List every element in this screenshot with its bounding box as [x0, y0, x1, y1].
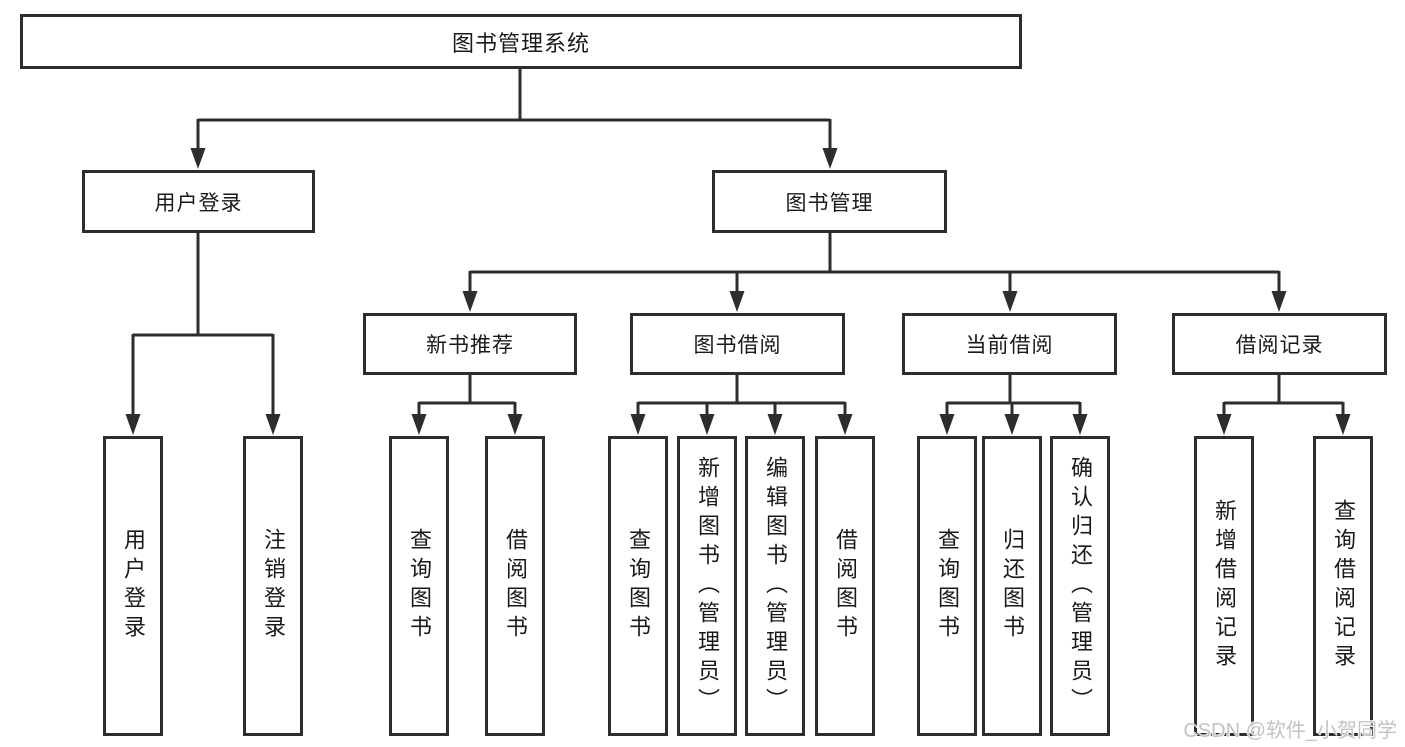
node-current-borrow: 当前借阅 — [902, 313, 1117, 375]
leaf-confirm-return-admin-label: 确认归还（管理员） — [1068, 455, 1093, 717]
leaf-current-query-books-label: 查询图书 — [935, 528, 960, 644]
leaf-recommend-borrow-books-label: 借阅图书 — [503, 528, 528, 644]
node-book-borrow: 图书借阅 — [630, 313, 845, 375]
leaf-borrow-books: 借阅图书 — [815, 436, 875, 736]
csdn-watermark: CSDN @软件_小贺同学 — [1183, 720, 1397, 742]
leaf-return-books-label: 归还图书 — [1000, 528, 1025, 644]
leaf-user-login: 用户登录 — [103, 436, 163, 736]
leaf-add-books-admin: 新增图书（管理员） — [677, 436, 737, 736]
leaf-current-query-books: 查询图书 — [917, 436, 977, 736]
node-new-book-recommend: 新书推荐 — [363, 313, 577, 375]
leaf-confirm-return-admin: 确认归还（管理员） — [1050, 436, 1110, 736]
leaf-edit-books-admin-label: 编辑图书（管理员） — [763, 455, 788, 717]
leaf-query-borrow-record: 查询借阅记录 — [1313, 436, 1373, 736]
leaf-edit-books-admin: 编辑图书（管理员） — [745, 436, 805, 736]
leaf-add-borrow-record-label: 新增借阅记录 — [1212, 499, 1237, 673]
leaf-return-books: 归还图书 — [982, 436, 1042, 736]
leaf-add-borrow-record: 新增借阅记录 — [1194, 436, 1254, 736]
node-user-login: 用户登录 — [82, 170, 315, 233]
leaf-borrow-books-label: 借阅图书 — [833, 528, 858, 644]
leaf-borrow-query-books: 查询图书 — [608, 436, 668, 736]
node-borrow-records: 借阅记录 — [1172, 313, 1387, 375]
node-book-management: 图书管理 — [712, 170, 947, 233]
leaf-logout: 注销登录 — [243, 436, 303, 736]
leaf-recommend-borrow-books: 借阅图书 — [485, 436, 545, 736]
leaf-user-login-label: 用户登录 — [121, 528, 146, 644]
node-root-system: 图书管理系统 — [20, 14, 1022, 69]
leaf-recommend-query-books-label: 查询图书 — [407, 528, 432, 644]
leaf-borrow-query-books-label: 查询图书 — [626, 528, 651, 644]
leaf-recommend-query-books: 查询图书 — [389, 436, 449, 736]
leaf-logout-label: 注销登录 — [261, 528, 286, 644]
leaf-query-borrow-record-label: 查询借阅记录 — [1331, 499, 1356, 673]
leaf-add-books-admin-label: 新增图书（管理员） — [695, 455, 720, 717]
